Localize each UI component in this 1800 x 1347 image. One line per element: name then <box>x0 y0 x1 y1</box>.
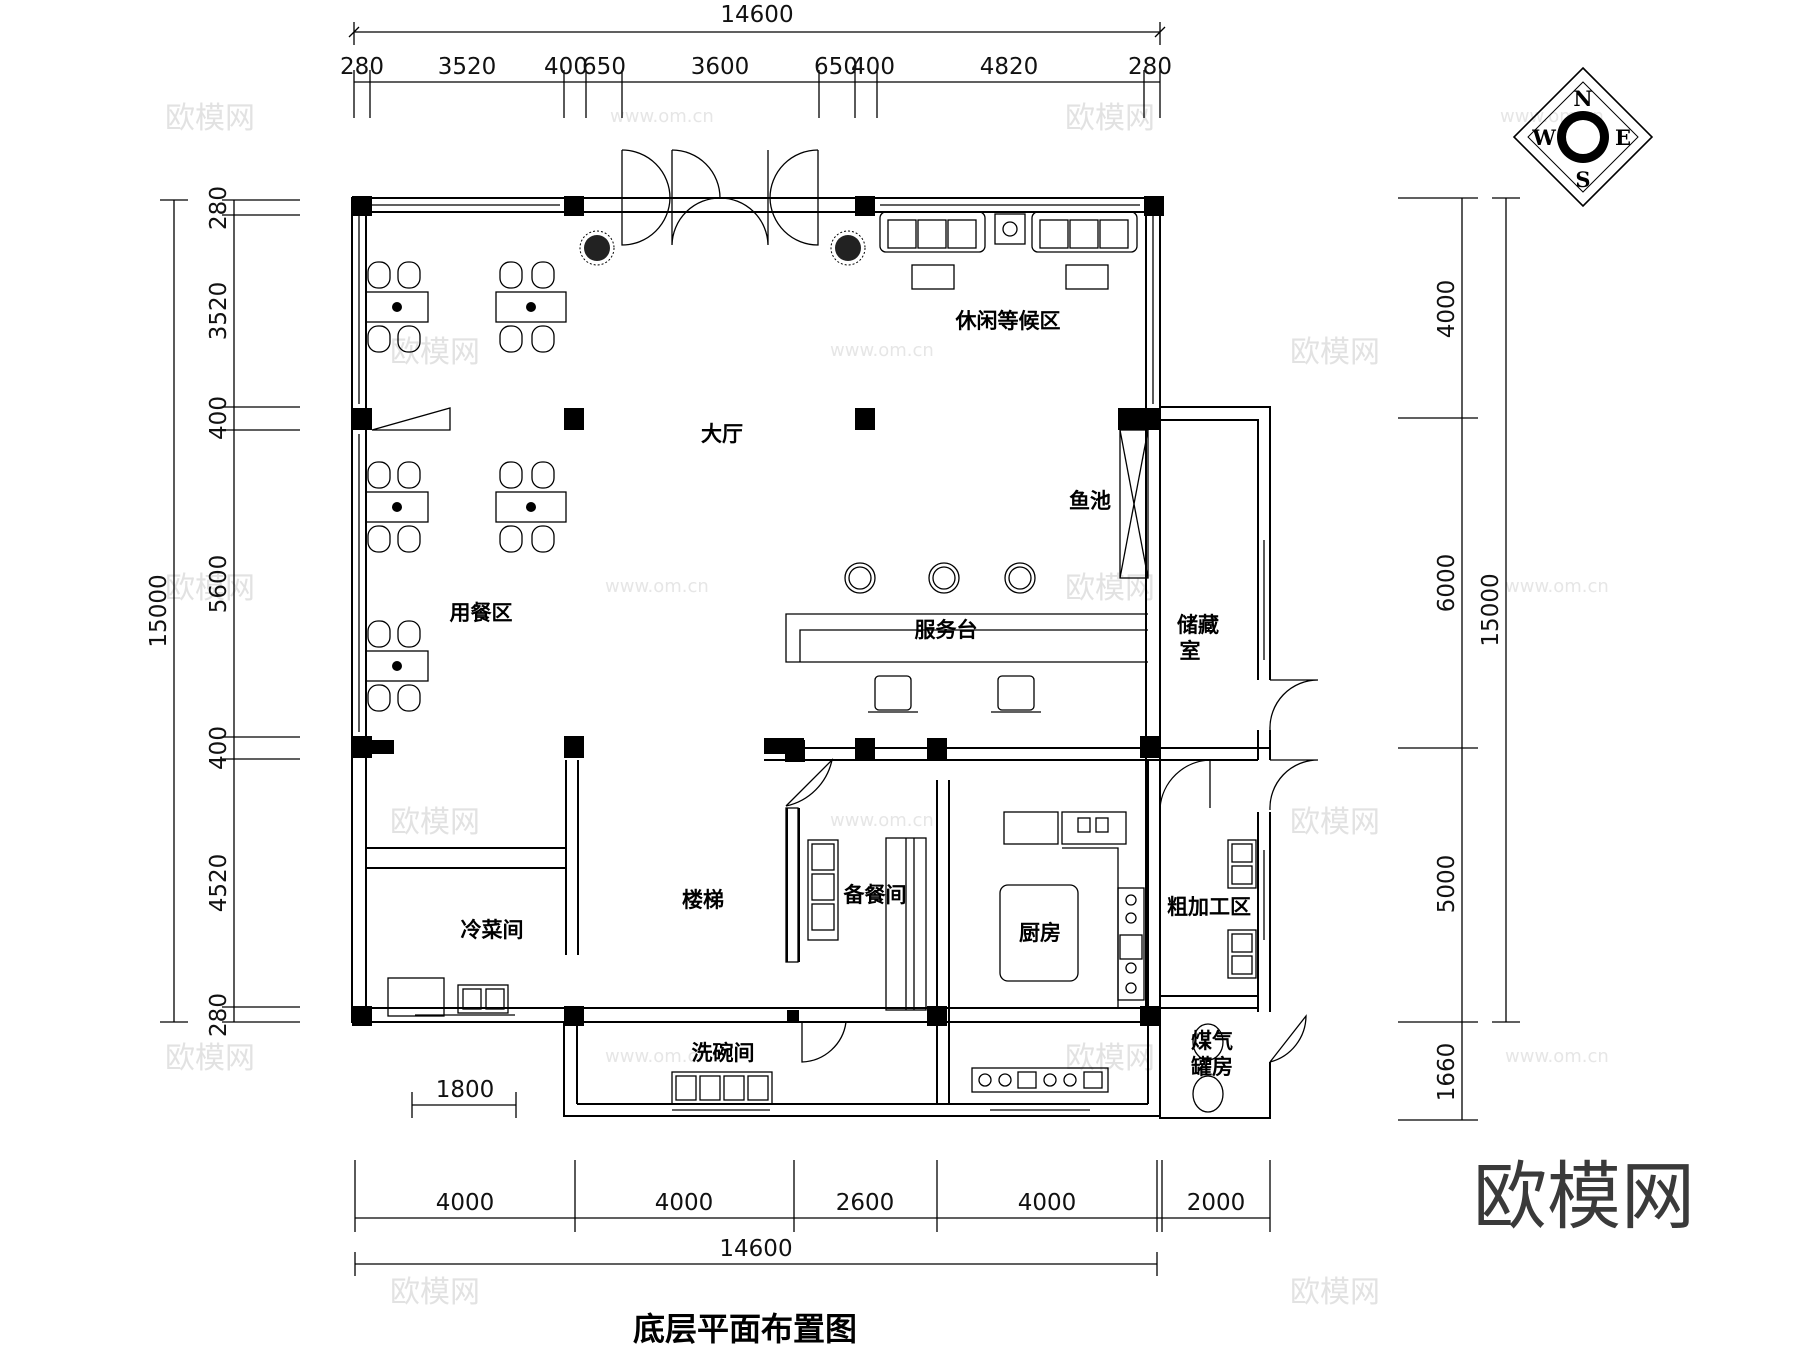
room-label-stairs: 楼梯 <box>682 888 724 912</box>
room-label-storage-2: 室 <box>1180 639 1201 663</box>
dim-top-seg: 400 <box>544 54 588 80</box>
room-label-service: 服务台 <box>915 618 978 642</box>
dim-bottom-seg: 4000 <box>655 1190 714 1216</box>
compass-s: S <box>1575 167 1590 192</box>
top-dimensions <box>348 22 1166 118</box>
dim-window-width: 1800 <box>436 1077 495 1103</box>
watermark-url: www.om.cn <box>1505 576 1609 597</box>
room-label-rough-processing: 粗加工区 <box>1167 895 1251 919</box>
room-label-dishwashing: 洗碗间 <box>692 1041 755 1065</box>
room-label-storage: 储藏 <box>1177 613 1219 637</box>
dim-right-total: 15000 <box>1478 573 1504 646</box>
dim-left-seg: 400 <box>206 396 232 440</box>
bottom-dimensions <box>354 1092 1271 1276</box>
watermark: 欧模网 <box>1065 101 1155 136</box>
dim-bottom-seg: 4000 <box>436 1190 495 1216</box>
compass-w: W <box>1531 125 1556 150</box>
dim-left-total: 15000 <box>146 574 172 647</box>
dim-left-seg: 4520 <box>206 854 232 913</box>
room-label-pantry: 备餐间 <box>843 883 907 907</box>
dim-top-seg: 280 <box>1128 54 1172 80</box>
compass-e: E <box>1615 125 1631 150</box>
watermark-url: www.om.cn <box>610 106 714 127</box>
room-label-cold-dish: 冷菜间 <box>461 918 524 942</box>
rough-processing-sinks <box>1227 839 1257 979</box>
dish-sinks <box>671 1071 773 1105</box>
watermark-url: www.om.cn <box>1505 1046 1609 1067</box>
watermark: 欧模网 <box>1065 571 1155 606</box>
dining-tables <box>365 261 567 712</box>
watermark: 欧模网 <box>1290 335 1380 370</box>
dim-right-seg: 1660 <box>1434 1043 1460 1102</box>
watermark: 欧模网 <box>165 571 255 606</box>
watermark: 欧模网 <box>1290 1275 1380 1310</box>
pantry-shelves <box>785 807 927 1011</box>
site-logo: 欧模网 <box>1473 1154 1695 1240</box>
watermark: 欧模网 <box>1065 1041 1155 1076</box>
dim-bottom-total: 14600 <box>719 1236 792 1262</box>
dim-top-seg: 3600 <box>691 54 750 80</box>
watermark: 欧模网 <box>390 805 480 840</box>
right-dimensions <box>1398 197 1520 1121</box>
dim-bottom-seg: 2600 <box>836 1190 895 1216</box>
columns <box>352 196 1164 1026</box>
room-label-dining: 用餐区 <box>450 601 513 625</box>
watermark: 欧模网 <box>390 335 480 370</box>
dim-top-seg: 650 <box>582 54 626 80</box>
room-label-gas-2: 罐房 <box>1190 1055 1233 1079</box>
dim-bottom-seg: 2000 <box>1187 1190 1246 1216</box>
watermark-url: www.om.cn <box>605 1046 709 1067</box>
watermark-url: www.om.cn <box>830 340 934 361</box>
dim-top-seg: 4820 <box>980 54 1039 80</box>
dim-top-seg: 400 <box>851 54 895 80</box>
watermark-url: www.om.cn <box>605 576 709 597</box>
entrance-doors <box>621 149 819 246</box>
dim-bottom-seg: 4000 <box>1018 1190 1077 1216</box>
north-compass: N E S W <box>1512 66 1654 208</box>
cold-room-fixtures <box>387 977 509 1017</box>
dim-left-seg: 280 <box>206 993 232 1037</box>
dim-top-seg: 3520 <box>438 54 497 80</box>
kitchen-fixtures <box>971 811 1145 1093</box>
lounge-sofas <box>879 211 1138 290</box>
drawing-title: 底层平面布置图 <box>633 1310 857 1347</box>
dim-left-seg: 3520 <box>206 282 232 341</box>
windows <box>351 204 1265 1111</box>
walls <box>351 197 1271 1119</box>
watermarks: 欧模网 www.om.cn 欧模网 www.om.cn 欧模网 www.om.c… <box>165 101 1609 1310</box>
watermark: 欧模网 <box>165 101 255 136</box>
dim-top-seg: 280 <box>340 54 384 80</box>
watermark-url: www.om.cn <box>830 810 934 831</box>
plants <box>579 230 866 266</box>
dim-right-seg: 5000 <box>1434 855 1460 914</box>
left-dimensions <box>160 199 300 1023</box>
compass-n: N <box>1573 86 1592 111</box>
dim-top-total: 14600 <box>720 2 793 28</box>
room-label-kitchen: 厨房 <box>1019 921 1061 945</box>
room-label-lobby: 大厅 <box>701 422 743 446</box>
interior-doors <box>371 407 1319 1063</box>
dim-left-seg: 280 <box>206 186 232 230</box>
gas-tanks <box>1192 1023 1224 1113</box>
dim-top-seg: 650 <box>814 54 858 80</box>
table-centers <box>392 302 536 671</box>
dim-right-seg: 6000 <box>1434 554 1460 613</box>
room-label-fishpond: 鱼池 <box>1069 489 1111 513</box>
dim-left-seg: 400 <box>206 726 232 770</box>
watermark: 欧模网 <box>165 1041 255 1076</box>
room-label-lounge: 休闲等候区 <box>955 309 1061 333</box>
service-counter <box>785 562 1148 713</box>
dim-right-seg: 4000 <box>1434 280 1460 339</box>
room-label-gas: 煤气 <box>1191 1029 1233 1053</box>
watermark: 欧模网 <box>1290 805 1380 840</box>
watermark: 欧模网 <box>390 1275 480 1310</box>
fish-pond <box>1119 429 1149 579</box>
dim-left-seg: 5600 <box>206 555 232 614</box>
